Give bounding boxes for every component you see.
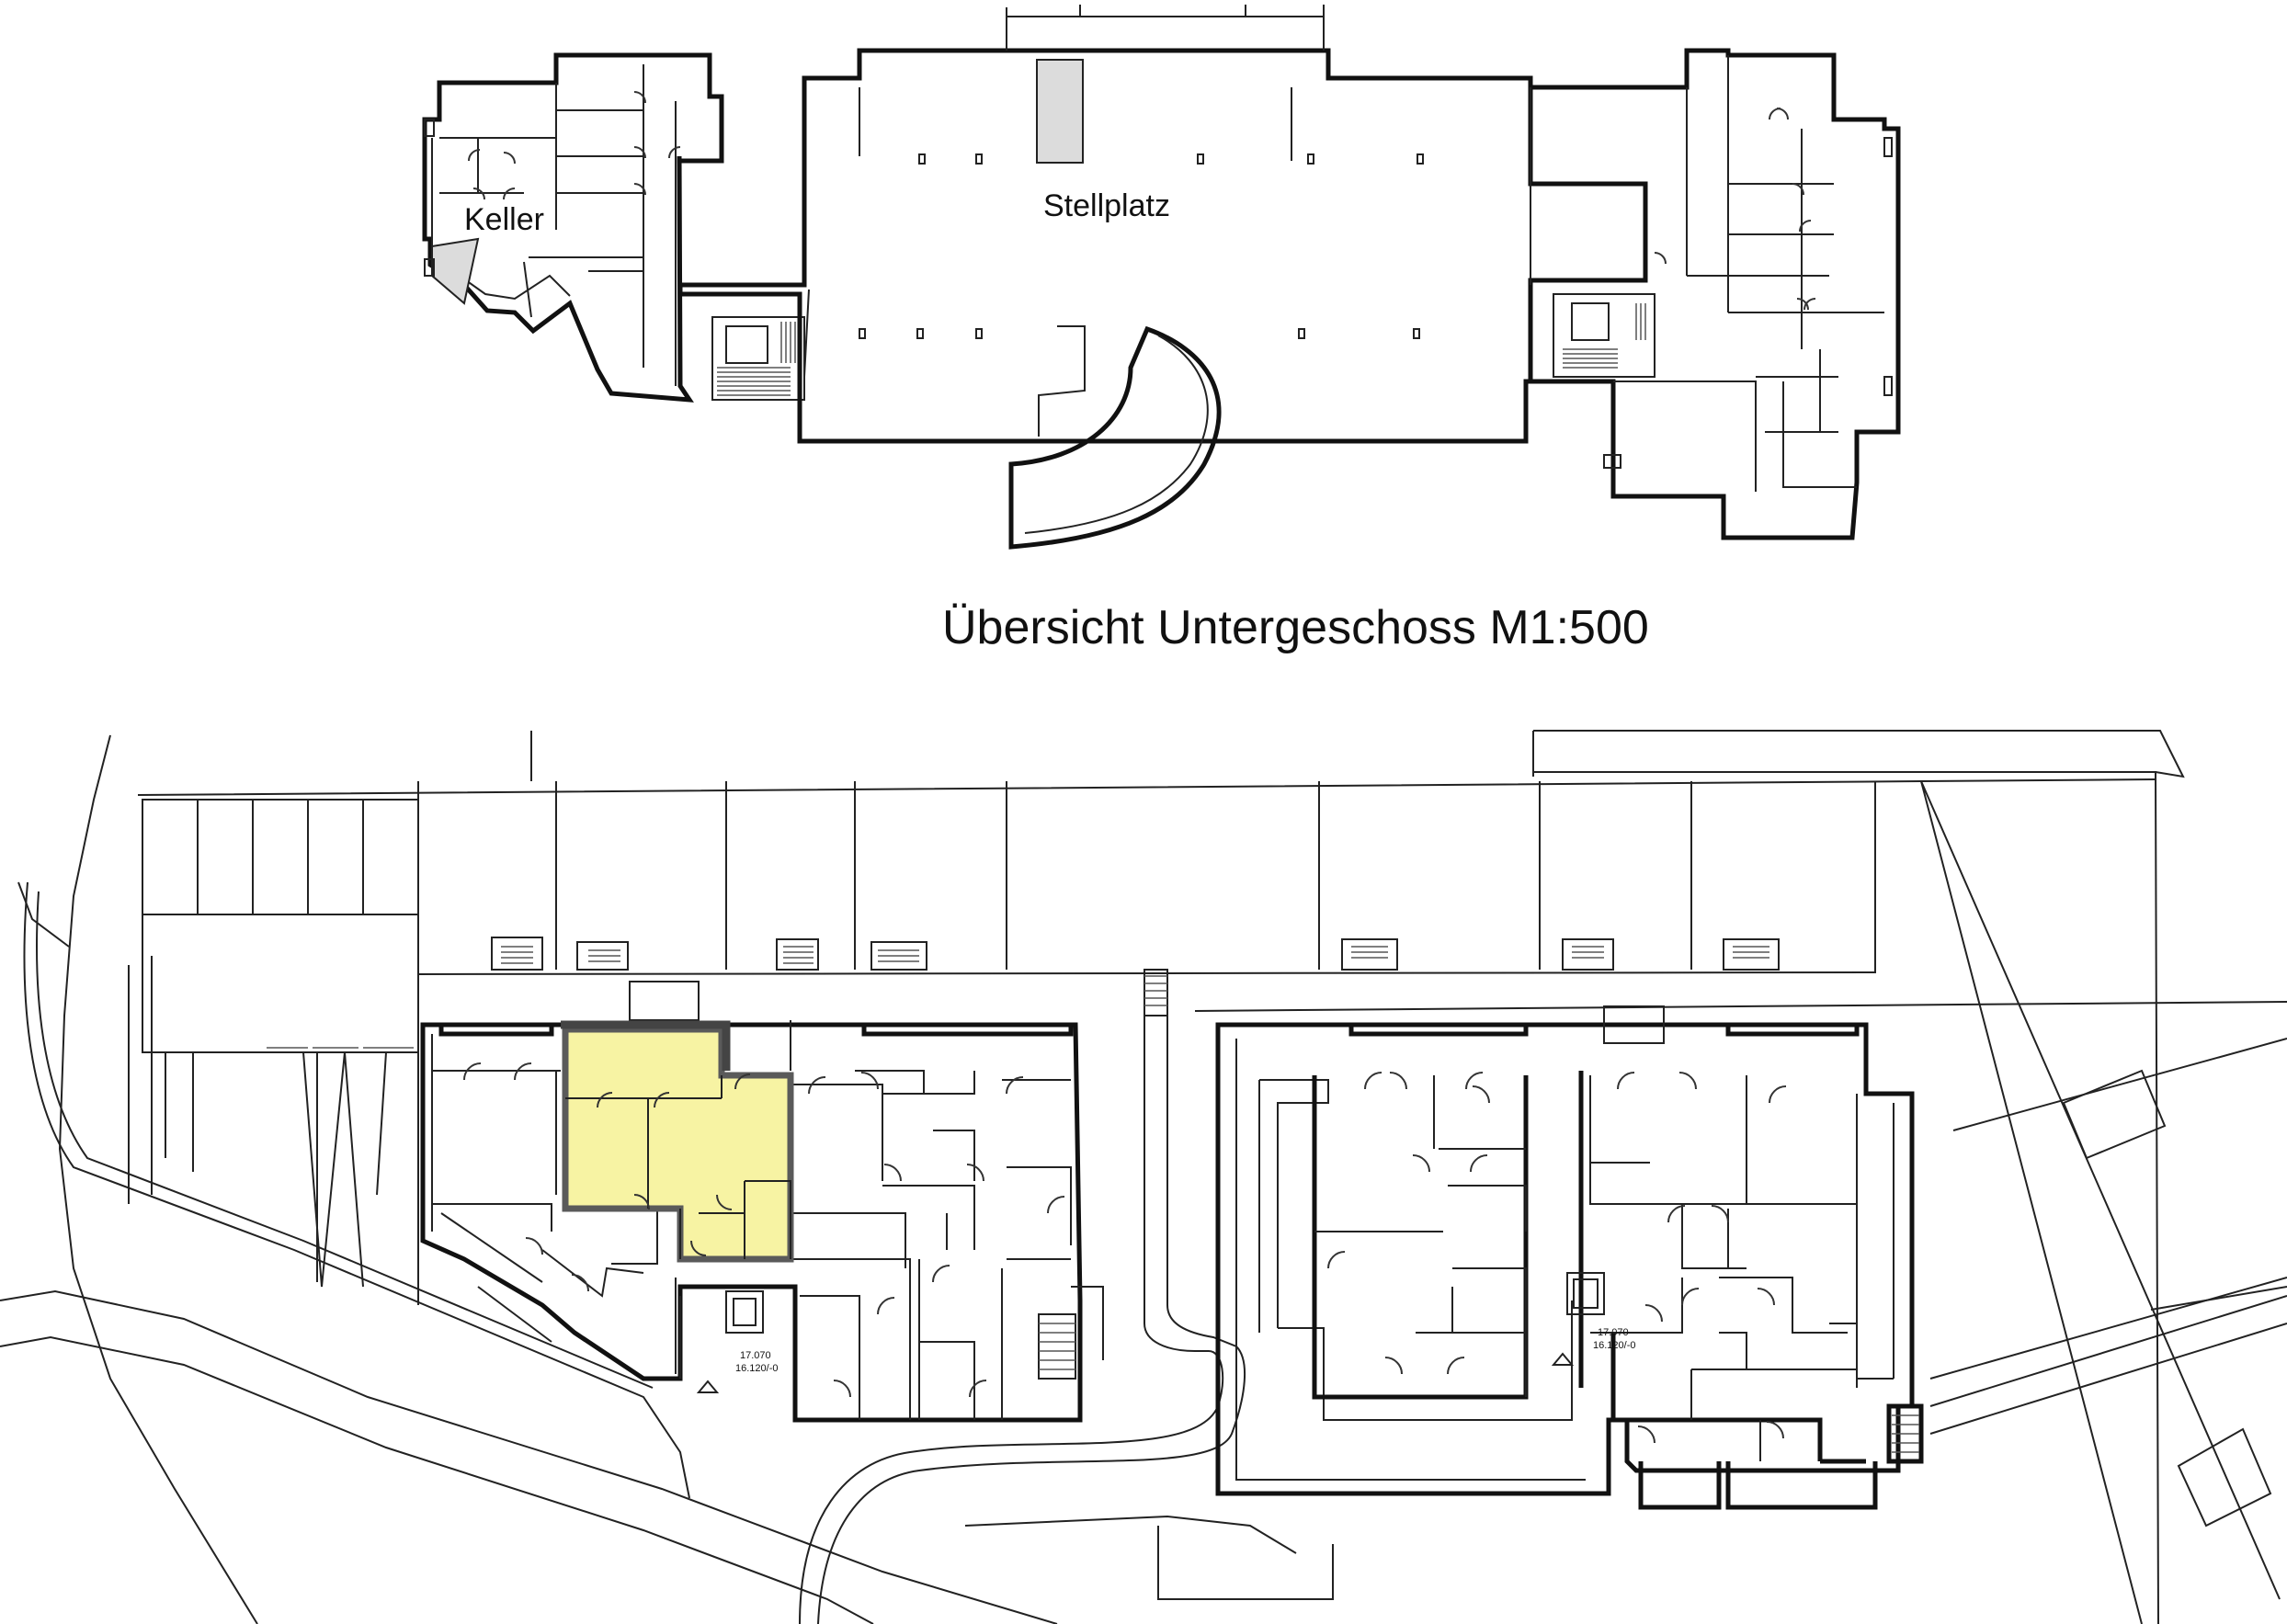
level-marker-left-b: 16.120/-0 [735, 1363, 778, 1374]
stair-left-treads [717, 322, 796, 396]
balconies [491, 937, 1780, 971]
level-marker-left-a: 17.070 [740, 1350, 771, 1361]
basement-plan: Keller Stellplatz [422, 5, 1901, 550]
highlighted-apartment [562, 1026, 794, 1263]
plan-title: Übersicht Untergeschoss M1:500 [942, 601, 1649, 654]
keller-label: Keller [464, 202, 544, 237]
level-marker-right-a: 17.070 [1598, 1327, 1629, 1338]
stair-right-treads [1563, 303, 1646, 369]
parking-ramp-shaft [1036, 59, 1084, 164]
keller-shaft [431, 237, 480, 305]
level-marker-right-b: 16.120/-0 [1593, 1340, 1635, 1351]
parking-columns [859, 153, 1424, 339]
stellplatz-label: Stellplatz [1043, 188, 1170, 223]
site-plan: 17.070 16.120/-0 [0, 730, 2287, 1624]
